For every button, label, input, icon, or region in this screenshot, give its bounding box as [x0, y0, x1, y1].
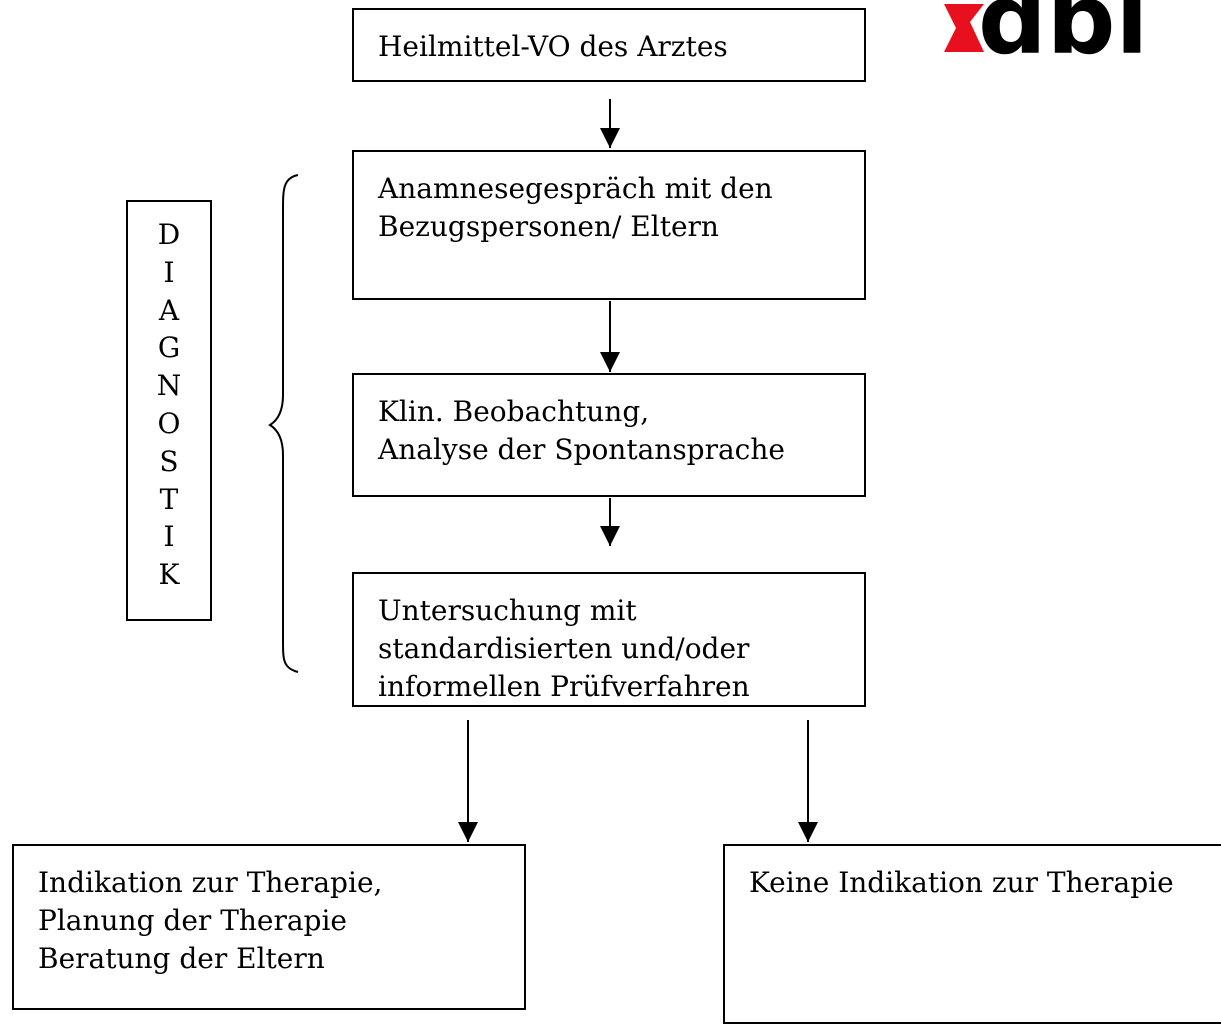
logo-text: dbl: [978, 0, 1148, 56]
box-text-line: informellen Prüfverfahren: [378, 670, 750, 703]
box-text-line: Beratung der Eltern: [38, 942, 325, 975]
box-text-line: Bezugspersonen/ Eltern: [378, 210, 719, 243]
box-text-line: Heilmittel-VO des Arztes: [378, 30, 728, 63]
diagnostik-brace: [268, 174, 299, 673]
box-keine-indikation: Keine Indikation zur Therapie: [723, 844, 1221, 1024]
box-text-line: Analyse der Spontansprache: [378, 433, 785, 466]
diagnostik-letter: K: [158, 558, 180, 592]
diagnostik-letter: T: [159, 482, 179, 516]
diagnostik-letter: G: [157, 331, 181, 365]
diagnostik-letter: N: [156, 369, 182, 403]
diagnostik-letter: O: [157, 406, 181, 440]
box-text-line: Keine Indikation zur Therapie: [749, 866, 1174, 899]
diagnostik-letter: A: [158, 293, 180, 327]
box-indikation-zur-therapie: Indikation zur Therapie, Planung der The…: [12, 844, 526, 1010]
box-text-line: Klin. Beobachtung,: [378, 395, 650, 428]
box-text-line: Indikation zur Therapie,: [38, 866, 383, 899]
logo-red-arrow: [944, 4, 984, 52]
box-untersuchung: Untersuchung mit standardisierten und/od…: [352, 572, 866, 707]
box-text-line: Planung der Therapie: [38, 904, 347, 937]
box-text-line: Untersuchung mit: [378, 594, 637, 627]
diagnostik-letter: S: [159, 444, 179, 478]
box-text-line: Anamnesegespräch mit den: [378, 172, 773, 205]
diagnostik-label-box: D I A G N O S T I K: [126, 200, 212, 621]
box-klinische-beobachtung: Klin. Beobachtung, Analyse der Spontansp…: [352, 373, 866, 497]
dbl-logo-graphic: dbl: [944, 0, 1148, 56]
diagnostik-letter: I: [163, 520, 175, 554]
box-heilmittel-verordnung: Heilmittel-VO des Arztes: [352, 8, 866, 82]
box-text-line: standardisierten und/oder: [378, 632, 750, 665]
box-anamnesegespraech: Anamnesegespräch mit den Bezugspersonen/…: [352, 150, 866, 300]
dbl-logo: dbl: [940, 0, 1221, 56]
diagnostik-letter: I: [163, 255, 175, 289]
diagnostik-letter: D: [157, 218, 181, 251]
